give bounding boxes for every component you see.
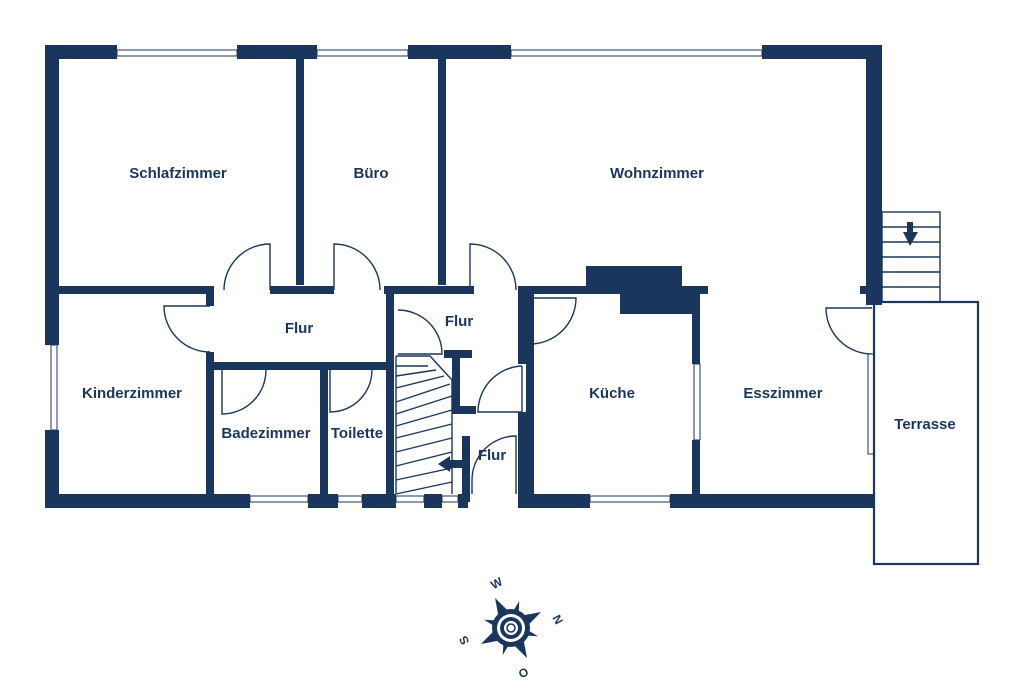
compass-letter-s: S <box>456 634 472 648</box>
interior-walls <box>59 59 874 504</box>
interior-stairs <box>395 355 462 495</box>
compass-letter-n: N <box>550 612 566 626</box>
room-label-kueche: Küche <box>589 385 635 402</box>
room-labels: Schlafzimmer Büro Wohnzimmer Kinderzimme… <box>82 165 956 464</box>
outer-walls <box>45 45 882 508</box>
room-label-buero: Büro <box>354 165 389 182</box>
room-label-terrasse: Terrasse <box>894 416 955 433</box>
room-label-schlafzimmer: Schlafzimmer <box>129 165 227 182</box>
room-label-flur-lower: Flur <box>478 447 506 464</box>
arrow-icon <box>903 232 918 246</box>
room-label-toilette: Toilette <box>331 425 383 442</box>
compass-rose-icon: W N O S <box>456 574 566 681</box>
terrasse-outline <box>872 300 980 566</box>
room-label-kinderzimmer: Kinderzimmer <box>82 385 182 402</box>
exterior-stairs <box>881 211 941 303</box>
room-label-wohnzimmer: Wohnzimmer <box>610 165 704 182</box>
room-label-esszimmer: Esszimmer <box>743 385 822 402</box>
compass-letter-o: O <box>516 664 531 681</box>
doors <box>163 243 875 494</box>
room-label-badezimmer: Badezimmer <box>221 425 310 442</box>
arrow-icon <box>438 456 462 472</box>
room-label-flur-upper: Flur <box>445 313 473 330</box>
room-label-flur-main: Flur <box>285 320 313 337</box>
compass-letter-w: W <box>488 574 505 592</box>
